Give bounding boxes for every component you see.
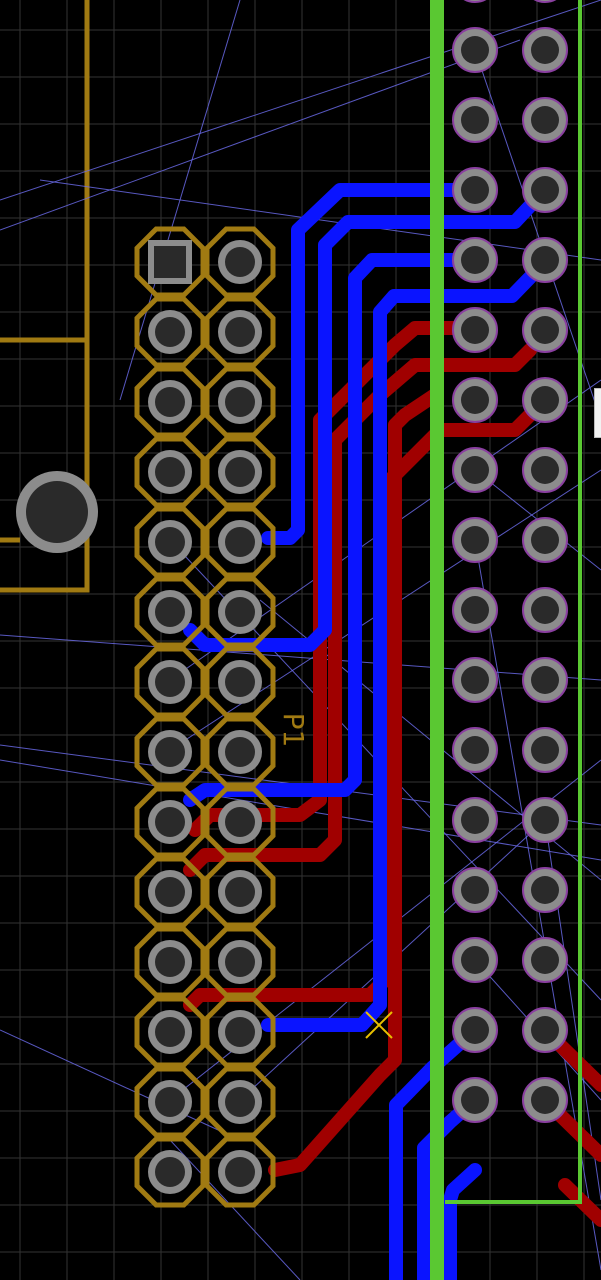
connector-pad[interactable] [522,727,568,773]
connector-pad[interactable] [452,307,498,353]
connector-pad[interactable] [452,1007,498,1053]
mounting-hole-icon[interactable] [16,471,98,553]
connector-pad[interactable] [522,447,568,493]
connector-pad[interactable] [522,867,568,913]
header-pad[interactable] [204,1066,276,1138]
connector-pad[interactable] [452,587,498,633]
header-pad[interactable] [204,436,276,508]
header-pad[interactable] [204,576,276,648]
connector-pad[interactable] [522,307,568,353]
connector-pad[interactable] [452,937,498,983]
header-pad[interactable] [204,856,276,928]
header-pad[interactable] [204,1136,276,1208]
header-pad[interactable] [134,646,206,718]
connector-pad[interactable] [523,0,567,3]
connector-pad[interactable] [452,657,498,703]
header-pad[interactable] [134,856,206,928]
header-pad[interactable] [134,1066,206,1138]
connector-pad[interactable] [453,0,497,3]
header-pad[interactable] [134,576,206,648]
header-pad[interactable] [134,506,206,578]
header-pad[interactable] [134,786,206,858]
connector-pad[interactable] [452,27,498,73]
connector-pad[interactable] [522,237,568,283]
connector-pad[interactable] [522,97,568,143]
header-pad[interactable] [204,366,276,438]
x-marker-icon[interactable] [365,1011,393,1039]
connector-pad[interactable] [522,517,568,563]
connector-pad[interactable] [452,167,498,213]
header-pad[interactable] [134,296,206,368]
connector-right [452,0,568,1123]
silkscreen-outline [0,0,90,593]
header-pad[interactable] [204,226,276,298]
panel-edge-tab[interactable] [594,388,601,438]
header-p1 [134,226,276,1208]
board-outline [430,0,582,1280]
connector-pad[interactable] [452,867,498,913]
connector-pad[interactable] [452,377,498,423]
connector-pad[interactable] [522,937,568,983]
header-pad[interactable] [134,926,206,998]
connector-pad[interactable] [452,97,498,143]
connector-pad[interactable] [452,237,498,283]
connector-pad[interactable] [522,797,568,843]
header-pad[interactable] [204,786,276,858]
connector-pad[interactable] [452,1077,498,1123]
header-pad[interactable] [134,996,206,1068]
header-pad[interactable] [134,1136,206,1208]
designator-label: P1 [277,713,310,748]
header-pad[interactable] [204,716,276,788]
connector-pad[interactable] [452,727,498,773]
header-pad[interactable] [204,996,276,1068]
header-pad[interactable] [204,296,276,368]
connector-pad[interactable] [522,657,568,703]
header-pad[interactable] [134,436,206,508]
connector-pad[interactable] [452,797,498,843]
header-pad[interactable] [134,366,206,438]
header-pad[interactable] [204,646,276,718]
connector-pad[interactable] [522,377,568,423]
header-pad[interactable] [204,926,276,998]
header-pad[interactable] [134,226,206,298]
connector-pad[interactable] [452,517,498,563]
connector-pad[interactable] [452,447,498,493]
connector-pad[interactable] [522,27,568,73]
connector-pad[interactable] [522,167,568,213]
connector-pad[interactable] [522,1077,568,1123]
connector-pad[interactable] [522,1007,568,1053]
header-pad[interactable] [204,506,276,578]
header-pad[interactable] [134,716,206,788]
connector-pad[interactable] [522,587,568,633]
